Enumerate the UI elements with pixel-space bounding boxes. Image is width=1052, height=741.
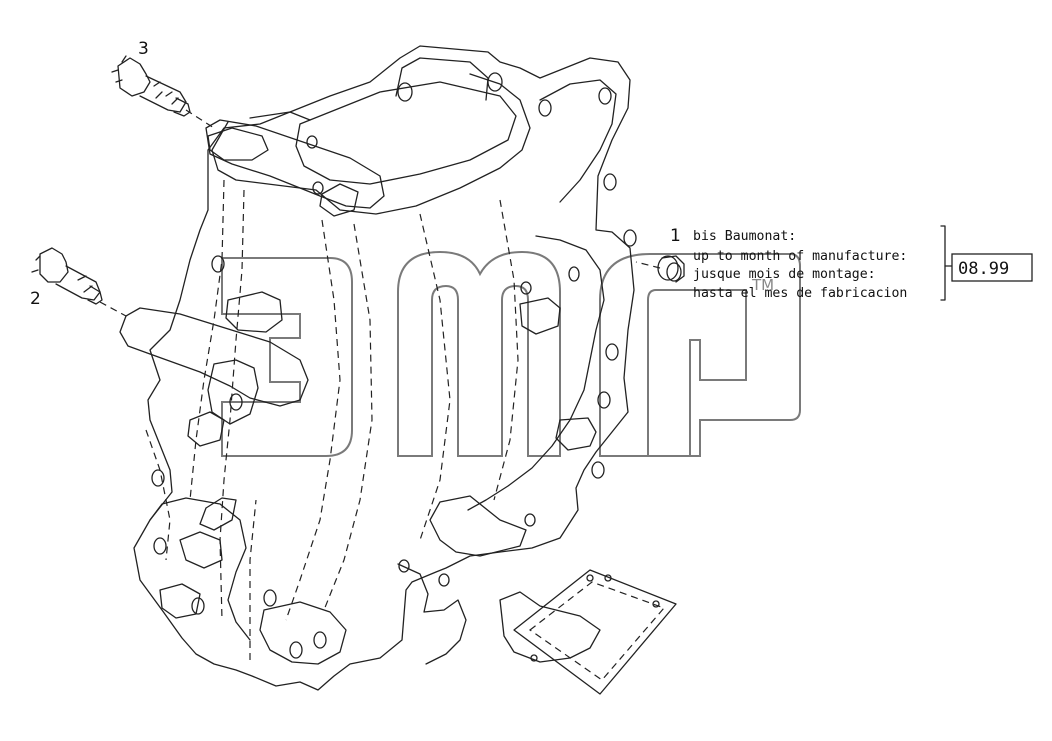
date-value: 08.99 [958, 259, 1009, 279]
gearbox-housing [119, 45, 677, 695]
callout-1: 1 [670, 226, 681, 246]
note-line-3: jusque mois de montage: [693, 267, 876, 282]
note-line-2: up to month of manufacture: [693, 249, 907, 264]
bolt-holes [151, 72, 637, 659]
callout-2: 2 [30, 289, 41, 309]
note-bracket [940, 225, 946, 301]
watermark-tm: TM [751, 276, 774, 294]
callout-3: 3 [138, 39, 149, 59]
part-2-sensor [31, 247, 127, 317]
part-1-plug [635, 255, 685, 283]
part-3-sensor [111, 55, 215, 129]
note-line-1: bis Baumonat: [693, 229, 796, 244]
note-line-4: hasta el mes de fabricacion [693, 286, 907, 301]
validity-note: bis Baumonat: up to month of manufacture… [693, 225, 1033, 301]
watermark-logo: TM [221, 250, 801, 457]
date-box [951, 253, 1033, 282]
hidden-lines [145, 179, 519, 660]
